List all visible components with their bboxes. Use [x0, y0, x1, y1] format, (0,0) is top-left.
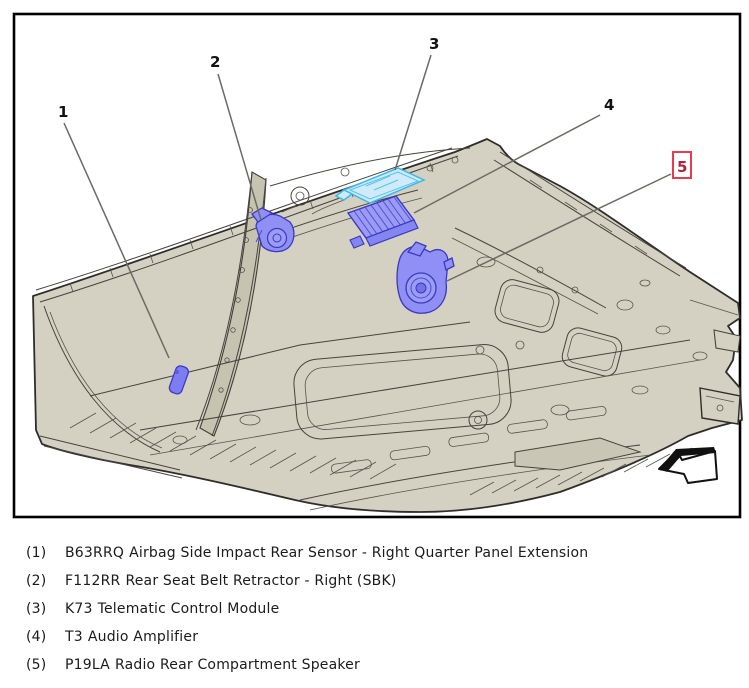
callout-4: 4: [413, 96, 614, 214]
vehicle-body-diagram: 1 2 3 4 5: [12, 12, 743, 519]
legend-item-index: (3): [26, 601, 47, 617]
legend-item-code: K73: [65, 601, 93, 617]
legend-item-code: B63RRQ: [65, 545, 125, 561]
legend-item: (4) T3 Audio Amplifier: [26, 629, 726, 645]
callout-1: 1: [58, 103, 170, 359]
leader-line-2: [217, 73, 262, 221]
highlight-telematic-control-module: [334, 167, 426, 204]
legend-item-index: (5): [26, 657, 47, 673]
callout-3: 3: [394, 35, 439, 171]
callout-5-number: 5: [677, 158, 687, 176]
highlight-audio-amplifier: [346, 195, 419, 249]
legend-item-index: (2): [26, 573, 47, 589]
callout-3-number: 3: [429, 35, 439, 53]
highlight-rear-compartment-speaker: [396, 241, 455, 314]
highlight-airbag-side-impact-sensor: [168, 365, 190, 395]
callout-1-number: 1: [58, 103, 68, 121]
legend: (1) B63RRQ Airbag Side Impact Rear Senso…: [26, 545, 726, 685]
callout-2-number: 2: [210, 53, 220, 71]
highlight-seat-belt-retractor: [251, 207, 295, 253]
legend-item: (2) F112RR Rear Seat Belt Retractor - Ri…: [26, 573, 726, 589]
leader-line-3: [394, 54, 432, 171]
legend-item-index: (1): [26, 545, 47, 561]
callout-4-number: 4: [604, 96, 614, 114]
legend-item-index: (4): [26, 629, 47, 645]
legend-item-code: T3: [65, 629, 83, 645]
legend-item-code: F112RR: [65, 573, 121, 589]
callout-2: 2: [210, 53, 262, 221]
legend-item-name: Telematic Control Module: [97, 601, 280, 617]
leader-line-1: [63, 122, 170, 359]
front-direction-arrow-icon: [658, 447, 718, 484]
leader-line-4: [413, 114, 601, 214]
legend-item-name: Airbag Side Impact Rear Sensor - Right Q…: [129, 545, 589, 561]
legend-item-code: P19LA: [65, 657, 110, 673]
legend-item: (3) K73 Telematic Control Module: [26, 601, 726, 617]
callout-5-red-box: [672, 151, 692, 179]
legend-item: (5) P19LA Radio Rear Compartment Speaker: [26, 657, 726, 673]
leader-line-5: [446, 173, 672, 282]
legend-item-name: Rear Seat Belt Retractor - Right (SBK): [125, 573, 397, 589]
legend-item-name: Audio Amplifier: [87, 629, 199, 645]
callout-5-highlighted: 5: [446, 151, 692, 282]
legend-item: (1) B63RRQ Airbag Side Impact Rear Senso…: [26, 545, 726, 561]
legend-item-name: Radio Rear Compartment Speaker: [114, 657, 360, 673]
